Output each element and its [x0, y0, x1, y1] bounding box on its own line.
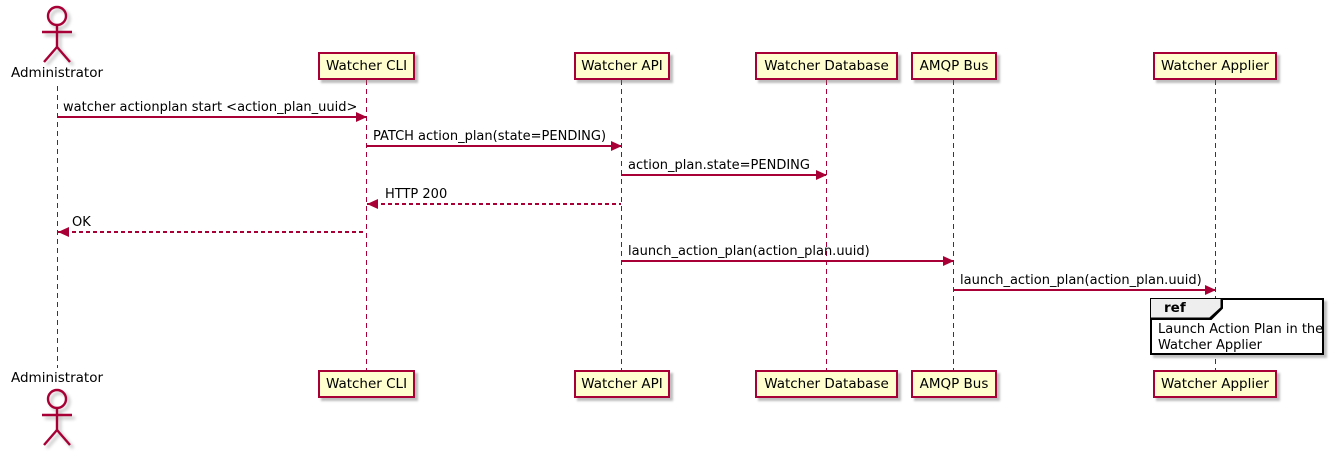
participant-label: Watcher API	[581, 58, 663, 74]
participant-label: Watcher Applier	[1161, 58, 1269, 74]
message-line	[621, 260, 953, 262]
message-line	[58, 231, 366, 233]
message-label: launch_action_plan(action_plan.uuid)	[960, 273, 1202, 288]
ref-keyword: ref	[1164, 300, 1186, 316]
participant-label: Watcher API	[581, 376, 663, 392]
message-label: OK	[72, 215, 91, 230]
participant-watcher-applier-bottom: Watcher Applier	[1153, 370, 1277, 398]
message-line	[366, 145, 621, 147]
ref-text: Launch Action Plan in the Watcher Applie…	[1158, 322, 1323, 354]
participant-label: Watcher Database	[764, 376, 889, 392]
participant-label: Watcher Applier	[1161, 376, 1269, 392]
arrowhead-right-icon	[816, 170, 827, 180]
message-line	[953, 289, 1215, 291]
participant-watcher-api-bottom: Watcher API	[574, 370, 670, 398]
participant-amqp-bus-bottom: AMQP Bus	[911, 370, 997, 398]
lifeline-watcher-api	[621, 80, 622, 370]
participant-watcher-applier-top: Watcher Applier	[1153, 52, 1277, 80]
participant-watcher-cli-top: Watcher CLI	[318, 52, 415, 80]
participant-label: Watcher CLI	[325, 58, 408, 74]
arrowhead-left-icon	[58, 227, 69, 237]
arrowhead-right-icon	[1205, 285, 1216, 295]
message-line	[57, 116, 367, 118]
message-label: watcher actionplan start <action_plan_uu…	[63, 100, 358, 115]
participant-label: Watcher Database	[764, 58, 889, 74]
ref-header: ref	[1151, 299, 1223, 320]
message-line	[367, 203, 621, 205]
ref-text-line2: Watcher Applier	[1158, 338, 1262, 353]
participant-label: AMQP Bus	[919, 58, 989, 74]
participant-label: AMQP Bus	[919, 376, 989, 392]
arrowhead-right-icon	[611, 141, 622, 151]
participant-watcher-database-top: Watcher Database	[755, 52, 898, 80]
participant-label: Watcher CLI	[325, 376, 408, 392]
participant-watcher-database-bottom: Watcher Database	[755, 370, 898, 398]
arrowhead-right-icon	[943, 256, 954, 266]
participant-amqp-bus-top: AMQP Bus	[911, 52, 997, 80]
ref-fragment: ref Launch Action Plan in the Watcher Ap…	[1150, 298, 1324, 355]
participant-watcher-cli-bottom: Watcher CLI	[318, 370, 415, 398]
lifeline-watcher-applier	[1215, 80, 1216, 370]
lifeline-amqp-bus	[953, 80, 954, 370]
message-label: HTTP 200	[385, 187, 448, 202]
ref-header-fill	[1151, 299, 1221, 318]
actor-figure-icon	[37, 5, 77, 67]
participant-watcher-api-top: Watcher API	[574, 52, 670, 80]
actor-label-bottom: Administrator	[10, 370, 104, 386]
arrowhead-right-icon	[356, 112, 367, 122]
message-line	[621, 174, 826, 176]
arrowhead-left-icon	[367, 199, 378, 209]
actor-figure-icon	[37, 387, 77, 451]
message-label: PATCH action_plan(state=PENDING)	[373, 129, 607, 144]
lifeline-administrator	[57, 86, 58, 368]
ref-text-line1: Launch Action Plan in the	[1158, 322, 1324, 337]
actor-label-top: Administrator	[10, 65, 104, 81]
message-label: launch_action_plan(action_plan.uuid)	[628, 244, 870, 259]
message-label: action_plan.state=PENDING	[628, 158, 810, 173]
lifeline-watcher-database	[826, 80, 827, 370]
lifeline-watcher-cli	[366, 80, 367, 370]
